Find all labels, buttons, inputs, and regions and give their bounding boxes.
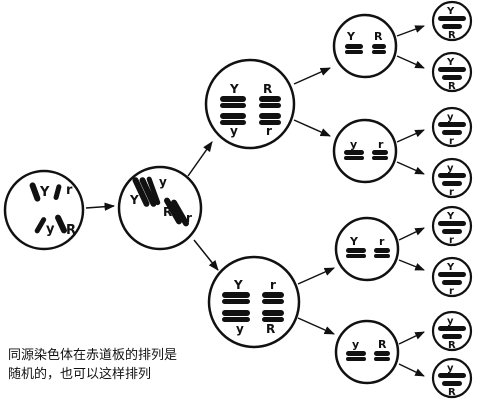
label-Y: Y xyxy=(129,193,139,207)
gamete-5: Y r xyxy=(431,205,473,247)
gamete-1: Y R xyxy=(431,0,473,42)
label-r: r xyxy=(449,235,454,246)
cell-membrane xyxy=(332,118,398,184)
cell-membrane xyxy=(334,319,400,385)
label-r: r xyxy=(449,187,454,198)
gamete-4: y r xyxy=(431,157,473,199)
label-r: r xyxy=(66,183,73,198)
arrow xyxy=(398,259,425,271)
gamete-2: Y R xyxy=(431,51,473,93)
cell-membrane xyxy=(204,58,296,150)
arrow xyxy=(398,331,425,345)
label-R: R xyxy=(448,340,456,351)
label-y: y xyxy=(447,163,454,174)
prophase-cell: Y y R r xyxy=(117,165,203,251)
label-r: r xyxy=(186,211,192,225)
label-R: R xyxy=(266,322,275,336)
cell-membrane xyxy=(431,157,473,199)
parent-cell: Y r y R xyxy=(3,169,85,251)
label-R: R xyxy=(163,205,172,219)
label-R: R xyxy=(448,387,456,398)
arrow xyxy=(297,267,335,285)
arrow xyxy=(396,25,425,37)
arrow xyxy=(396,55,425,69)
label-r: r xyxy=(270,278,276,292)
cell-membrane xyxy=(431,0,473,42)
tetrad-Rr xyxy=(164,197,189,227)
cell-membrane xyxy=(431,106,473,148)
arrow xyxy=(398,363,425,377)
label-y: y xyxy=(350,138,357,151)
arrow xyxy=(187,141,213,177)
diagram-caption: 同源染色体在赤道板的排列是 随机的，也可以这样排列 xyxy=(8,346,253,384)
arrow xyxy=(85,202,116,211)
cell-membrane xyxy=(431,357,473,399)
arrow xyxy=(293,67,331,85)
label-y: y xyxy=(447,316,454,327)
label-Y: Y xyxy=(446,6,455,17)
label-Y: Y xyxy=(446,262,455,273)
chromosome-R xyxy=(55,214,67,234)
label-R: R xyxy=(448,30,456,41)
chromosome-y xyxy=(34,217,47,234)
arrow xyxy=(398,227,425,241)
cell-membrane xyxy=(431,51,473,93)
label-r: r xyxy=(449,286,454,297)
caption-line-1: 同源染色体在赤道板的排列是 xyxy=(8,348,178,363)
label-Y: Y xyxy=(446,211,455,222)
tetrad-Yy xyxy=(132,176,161,207)
label-y: y xyxy=(159,175,167,189)
cell-membrane xyxy=(207,255,301,349)
chromosome-r xyxy=(53,184,62,200)
chromosome-Y xyxy=(29,182,41,202)
cell-membrane xyxy=(3,169,85,251)
metaphase1-top-cell: Y R y r xyxy=(204,58,296,150)
arrow xyxy=(396,129,425,143)
label-y: y xyxy=(230,124,238,138)
cell-membrane xyxy=(431,310,473,352)
label-y: y xyxy=(46,222,55,237)
arrow xyxy=(193,239,219,271)
arrow xyxy=(396,161,425,175)
gamete-8: y R xyxy=(431,357,473,399)
meiosis2-cell-3: Y r xyxy=(334,216,400,282)
label-Y: Y xyxy=(39,185,50,200)
label-Y: Y xyxy=(229,82,239,96)
metaphase1-bottom-cell: Y r y R xyxy=(207,255,301,349)
label-Y: Y xyxy=(346,30,356,43)
caption-line-2: 随机的，也可以这样排列 xyxy=(8,367,152,382)
label-y: y xyxy=(236,322,244,336)
arrow xyxy=(297,317,335,335)
label-y: y xyxy=(447,363,454,374)
label-r: r xyxy=(266,124,272,138)
label-r: r xyxy=(379,235,385,248)
meiosis2-cell-4: y R xyxy=(334,319,400,385)
label-Y: Y xyxy=(349,235,359,248)
label-R: R xyxy=(378,338,387,351)
label-R: R xyxy=(66,223,76,238)
meiosis2-cell-1: Y R xyxy=(332,13,398,79)
label-Y: Y xyxy=(446,57,455,68)
cell-membrane xyxy=(431,205,473,247)
label-R: R xyxy=(448,81,456,92)
cell-membrane xyxy=(431,256,473,298)
meiosis2-cell-2: y r xyxy=(332,118,398,184)
cell-membrane xyxy=(334,216,400,282)
label-y: y xyxy=(352,338,359,351)
label-y: y xyxy=(447,112,454,123)
gamete-7: y R xyxy=(431,310,473,352)
arrow xyxy=(293,119,331,137)
label-r: r xyxy=(449,136,454,147)
cell-membrane xyxy=(117,165,203,251)
cell-membrane xyxy=(332,13,398,79)
label-R: R xyxy=(374,30,383,43)
gamete-3: y r xyxy=(431,106,473,148)
gamete-6: Y r xyxy=(431,256,473,298)
label-Y: Y xyxy=(233,278,243,292)
label-R: R xyxy=(263,82,272,96)
label-r: r xyxy=(378,138,384,151)
